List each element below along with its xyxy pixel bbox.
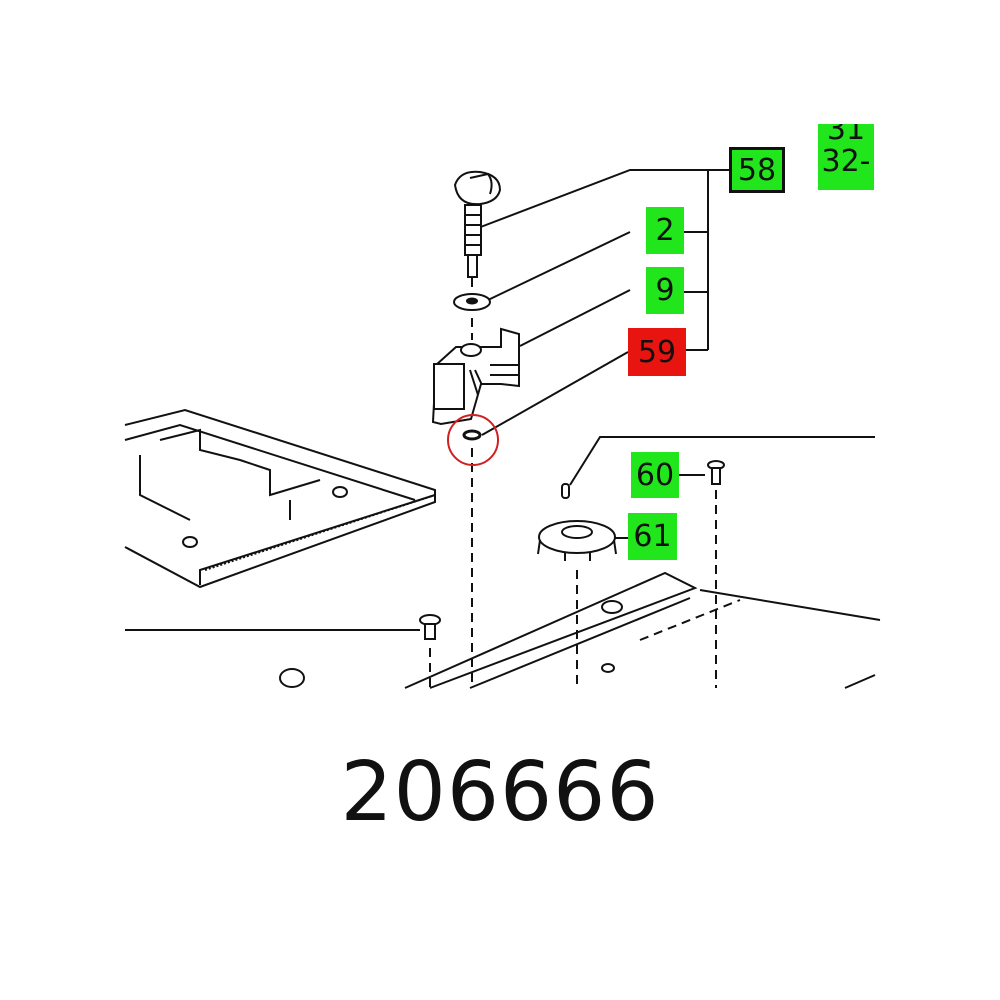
label-60[interactable]: 60: [631, 452, 679, 498]
label-59[interactable]: 59: [628, 328, 686, 376]
label-58[interactable]: 58: [729, 147, 785, 193]
label-32: 32-: [821, 144, 871, 179]
base-plate: [404, 571, 881, 689]
part-number: 206666: [340, 745, 660, 840]
small-parts: [279, 460, 725, 688]
label-31: 31: [826, 124, 866, 147]
label-9[interactable]: 9: [646, 267, 684, 314]
label-61[interactable]: 61: [628, 513, 677, 560]
washer: [453, 293, 491, 311]
assembly-axes: [429, 278, 717, 688]
knob-screw: [453, 170, 502, 278]
small-washer-highlighted: [447, 414, 499, 466]
label-31-32[interactable]: 31 32-: [818, 124, 874, 190]
clamp-block: [431, 327, 520, 426]
label-2[interactable]: 2: [646, 207, 684, 254]
leader-lines: [125, 169, 875, 631]
left-tray: [124, 408, 436, 589]
